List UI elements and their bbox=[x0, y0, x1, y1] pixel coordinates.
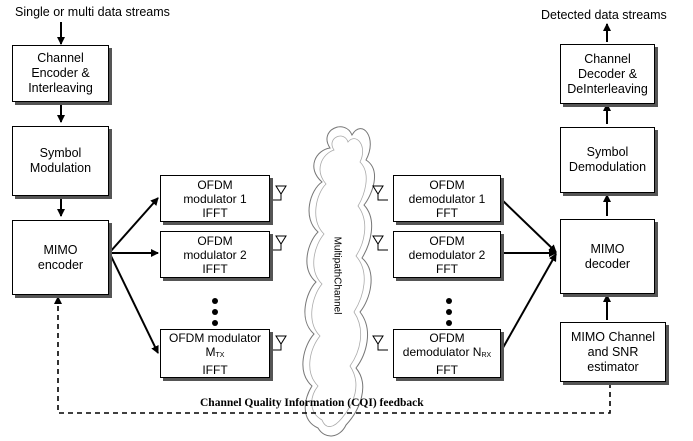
input-label: Single or multi data streams bbox=[15, 5, 170, 19]
multipath-channel-cloud bbox=[302, 126, 376, 437]
ofdm-demodulator-n-block: OFDM demodulator NRX FFT bbox=[393, 329, 501, 378]
tx-ellipsis bbox=[212, 298, 218, 326]
output-label: Detected data streams bbox=[541, 8, 667, 22]
tx-antenna-icon bbox=[272, 185, 287, 351]
cqi-feedback-path bbox=[54, 296, 611, 414]
channel-label: MultipathChannel bbox=[331, 236, 343, 315]
ofdm-modulator-n-block: OFDM modulator MTX IFFT bbox=[160, 329, 270, 378]
rx-ellipsis bbox=[446, 298, 452, 326]
feedback-label: Channel Quality Information (CQI) feedba… bbox=[200, 397, 424, 409]
rx-antenna-icon bbox=[372, 185, 388, 351]
